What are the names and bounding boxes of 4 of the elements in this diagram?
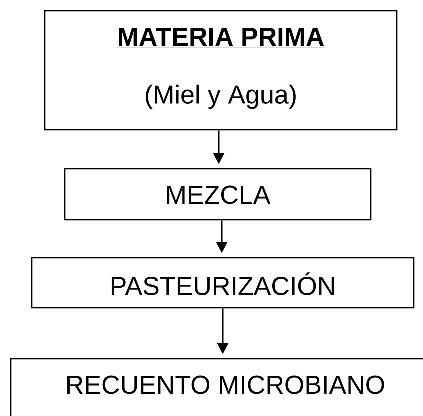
process-box: MATERIA PRIMA (Miel y Agua) <box>44 10 398 131</box>
process-box: PASTEURIZACIÓN <box>31 257 415 309</box>
process-box: RECUENTO MICROBIANO <box>10 358 423 416</box>
process-box: MEZCLA <box>64 168 372 221</box>
